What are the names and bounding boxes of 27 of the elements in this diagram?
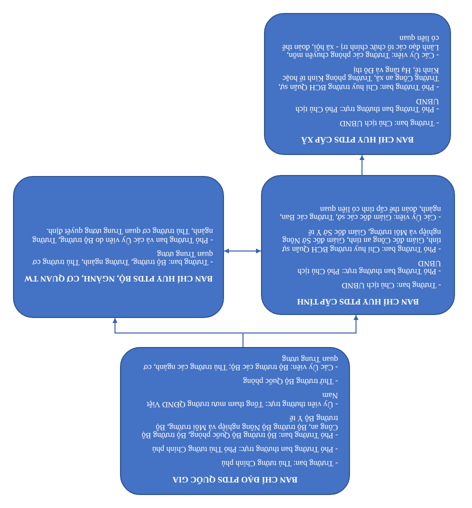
org-box (264, 13, 451, 155)
member-text: - Trưởng ban: Thủ tướng Chính phủ (220, 458, 338, 468)
org-box (120, 347, 350, 495)
org-box (261, 175, 455, 315)
member-text: - Phó Trưởng ban thường trực: Phó Chủ tịch UBND (296, 258, 441, 276)
member-text: - Phó Trưởng ban thường trực: Phó Thủ tướng Chính phủ (151, 444, 338, 454)
member-text: - Các Ủy viên: Trưởng các phòng chuyên môn, Lãnh đạo các tổ chức chính trị - xã hội, đoàn thể có liên quan (281, 34, 439, 60)
member-text: - Thứ trưởng Bộ Quốc phòng (242, 376, 338, 386)
member-text: - Trưởng ban: Bộ trưởng, Trưởng ngành, Thủ trưởng cơ quan Trung ương (32, 249, 213, 266)
member-text: - Phó Trưởng ban: Chỉ huy trưởng BCH Quân sự tỉnh, Giám đốc Công an tỉnh, Giám đốc Sở Nông nghiệp và Môi trường, Giám đốc Sở Y tế (281, 226, 441, 253)
member-text: - Phó Trưởng ban và các Ủy viên do Bộ trưởng, Trưởng ngành, Thủ trưởng cơ quan Trung ương quyết định. (31, 226, 213, 244)
box-title: BAN CHỈ ĐẠO PTDS QUỐC GIA (172, 474, 298, 484)
box-title: BAN CHỈ HUY PTDS CẤP TỈNH (296, 296, 420, 306)
arrow (224, 248, 262, 254)
arrow (360, 154, 364, 176)
member-text: - Các Ủy viên: Giám đốc các sở, Trưởng các Ban, ngành, đoàn thể cấp tỉnh có liên quan (278, 204, 441, 222)
box-title: BAN CHỈ HUY PTDS CẤP XÃ (300, 134, 415, 144)
member-text: - Trưởng ban: Chủ tịch UBND (338, 118, 439, 128)
box-title: BAN CHỈ HUY PTDS BỘ, NGÀNH, CƠ QUAN TW (24, 274, 213, 283)
member-text: - Phó Trưởng ban: Bộ trưởng Bộ Quốc phòng, Bộ trưởng Bộ Công an, Bộ trưởng Bộ Nông nghiệp và Môi trường, Bộ trưởng Bộ Y tế (140, 414, 338, 440)
member-text: - Phó Trưởng ban: Chỉ huy trưởng BCH Quân sự, Trưởng Công an xã, Trưởng phòng Kinh tế hoặc Kinh tế, Hạ tầng và Đô thị (277, 64, 439, 91)
member-text: - Trưởng ban: Chủ tịch UBND (340, 280, 441, 290)
arrow (112, 318, 244, 348)
member-text: - Các Ủy viên: Bộ trưởng các Bộ; Thủ trưởng các ngành, cơ quan Trung ương (142, 354, 338, 372)
member-text: - Ủy viên thường trực: Tổng tham mưu trưởng QĐND Việt Nam (146, 390, 338, 408)
org-box (13, 176, 224, 318)
member-text: - Phó Trưởng ban thường trực: Phó Chủ tịch UBND (294, 96, 439, 114)
